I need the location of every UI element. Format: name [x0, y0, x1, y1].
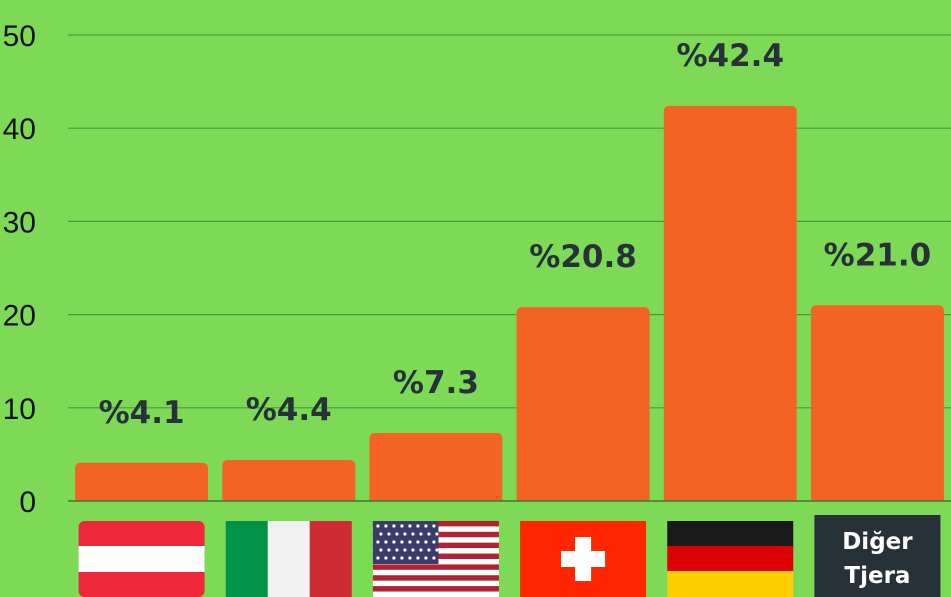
data-label: %4.4 [246, 392, 332, 428]
germany-flag-icon [667, 521, 794, 597]
italy-flag-icon [225, 521, 352, 597]
category-label: Diğer [842, 529, 913, 555]
gridlines [68, 34, 951, 409]
bar [222, 459, 356, 501]
y-tick-label: 40 [3, 113, 36, 146]
y-tick-label: 50 [3, 20, 36, 53]
bar [369, 432, 503, 501]
data-label: %7.3 [393, 365, 479, 401]
switzerland-flag-icon [520, 521, 647, 597]
bar [516, 307, 650, 501]
y-tick-label: 0 [19, 486, 36, 519]
data-label: %21.0 [824, 237, 932, 273]
data-labels: %4.1 %4.4 %7.3 %20.8 %42.4 %21.0 [99, 38, 932, 431]
data-label: %4.1 [99, 395, 185, 431]
y-tick-label: 20 [3, 300, 36, 333]
y-axis-ticks: 0 10 20 30 40 50 [3, 20, 36, 519]
y-tick-label: 30 [3, 206, 36, 239]
bar [75, 462, 209, 501]
bars [75, 105, 944, 501]
usa-flag-icon [372, 521, 499, 597]
category-label: Tjera [844, 563, 910, 589]
data-label: %20.8 [529, 239, 637, 275]
y-tick-label: 10 [3, 393, 36, 426]
data-label: %42.4 [676, 38, 784, 74]
bar [663, 105, 797, 501]
bar [810, 305, 944, 501]
austria-flag-icon [78, 521, 205, 597]
